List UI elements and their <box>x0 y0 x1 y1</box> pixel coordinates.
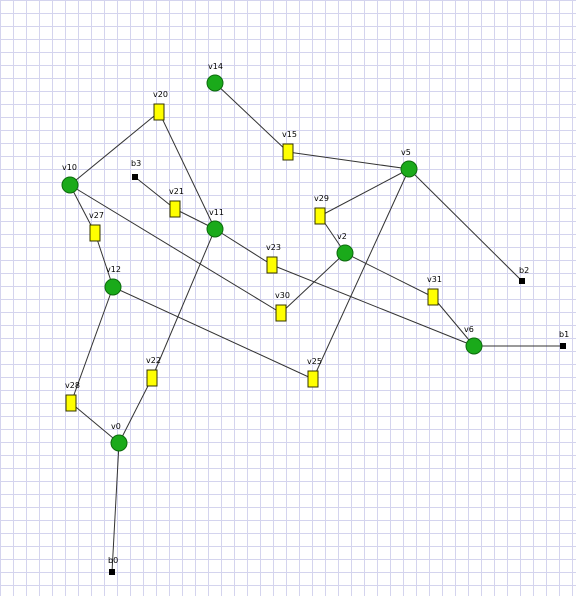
edge-v5-b2 <box>408 168 523 282</box>
node-label-v10: v10 <box>62 163 77 172</box>
node-label-v22: v22 <box>146 356 161 365</box>
node-label-v21: v21 <box>169 187 184 196</box>
edge-b3-v21 <box>134 176 176 210</box>
node-label-b1: b1 <box>559 330 569 339</box>
edge-v11-v23 <box>214 228 273 266</box>
node-label-b0: b0 <box>108 556 118 565</box>
edge-v30-v10 <box>69 184 282 314</box>
node-v10[interactable] <box>61 176 79 194</box>
node-v5[interactable] <box>400 160 418 178</box>
node-v11[interactable] <box>206 220 224 238</box>
edge-v12-v25 <box>112 286 314 380</box>
node-label-v5: v5 <box>401 148 411 157</box>
node-label-v29: v29 <box>314 194 329 203</box>
node-v31[interactable] <box>427 288 439 306</box>
edge-v15-v5 <box>287 151 410 170</box>
node-label-v20: v20 <box>153 90 168 99</box>
edges <box>69 82 563 573</box>
node-v29[interactable] <box>314 207 326 225</box>
node-label-v6: v6 <box>464 325 474 334</box>
node-v12[interactable] <box>104 278 122 296</box>
edge-v20-v11 <box>158 111 216 230</box>
node-v14[interactable] <box>206 74 224 92</box>
edge-v12-v28 <box>70 286 114 404</box>
edge-v31-v6 <box>432 296 475 347</box>
node-v30[interactable] <box>275 304 287 322</box>
node-v25[interactable] <box>307 370 319 388</box>
node-v22[interactable] <box>146 369 158 387</box>
node-label-v23: v23 <box>266 243 281 252</box>
node-label-b2: b2 <box>519 266 529 275</box>
edge-v23-v6 <box>271 264 475 347</box>
edge-v5-v29 <box>319 168 410 217</box>
node-label-v31: v31 <box>427 275 442 284</box>
node-label-v28: v28 <box>65 381 80 390</box>
edge-v28-v0 <box>70 402 120 444</box>
node-b0[interactable] <box>109 569 115 575</box>
node-label-v15: v15 <box>282 130 297 139</box>
node-label-v14: v14 <box>208 62 223 71</box>
edge-v10-v20 <box>69 111 160 186</box>
node-label-v0: v0 <box>111 422 121 431</box>
node-v20[interactable] <box>153 103 165 121</box>
edge-v14-v15 <box>214 82 289 153</box>
node-v2[interactable] <box>336 244 354 262</box>
edge-v22-v11 <box>151 228 216 379</box>
node-b2[interactable] <box>519 278 525 284</box>
node-label-v27: v27 <box>89 211 104 220</box>
node-v23[interactable] <box>266 256 278 274</box>
edge-v2-v30 <box>280 252 346 314</box>
nodes: v14 v10 v11 v5 v2 v12 v6 v0 v20 v15 v21 v29 v27 v23 v3… <box>61 62 569 575</box>
node-v15[interactable] <box>282 143 294 161</box>
node-label-v12: v12 <box>106 265 121 274</box>
node-label-v25: v25 <box>307 357 322 366</box>
edge-v2-v31 <box>344 252 434 298</box>
node-b3[interactable] <box>132 174 138 180</box>
edge-v5-v25 <box>312 168 410 380</box>
node-label-v11: v11 <box>209 208 224 217</box>
node-v28[interactable] <box>65 394 77 412</box>
node-b1[interactable] <box>560 343 566 349</box>
node-label-b3: b3 <box>131 159 141 168</box>
node-label-v2: v2 <box>337 232 347 241</box>
node-v0[interactable] <box>110 434 128 452</box>
node-v27[interactable] <box>89 224 101 242</box>
node-label-v30: v30 <box>275 291 290 300</box>
node-v21[interactable] <box>169 200 181 218</box>
edge-v0-b0 <box>111 442 120 573</box>
node-v6[interactable] <box>465 337 483 355</box>
edge-v27-v12 <box>94 232 114 288</box>
edge-v0-v22 <box>118 377 153 444</box>
